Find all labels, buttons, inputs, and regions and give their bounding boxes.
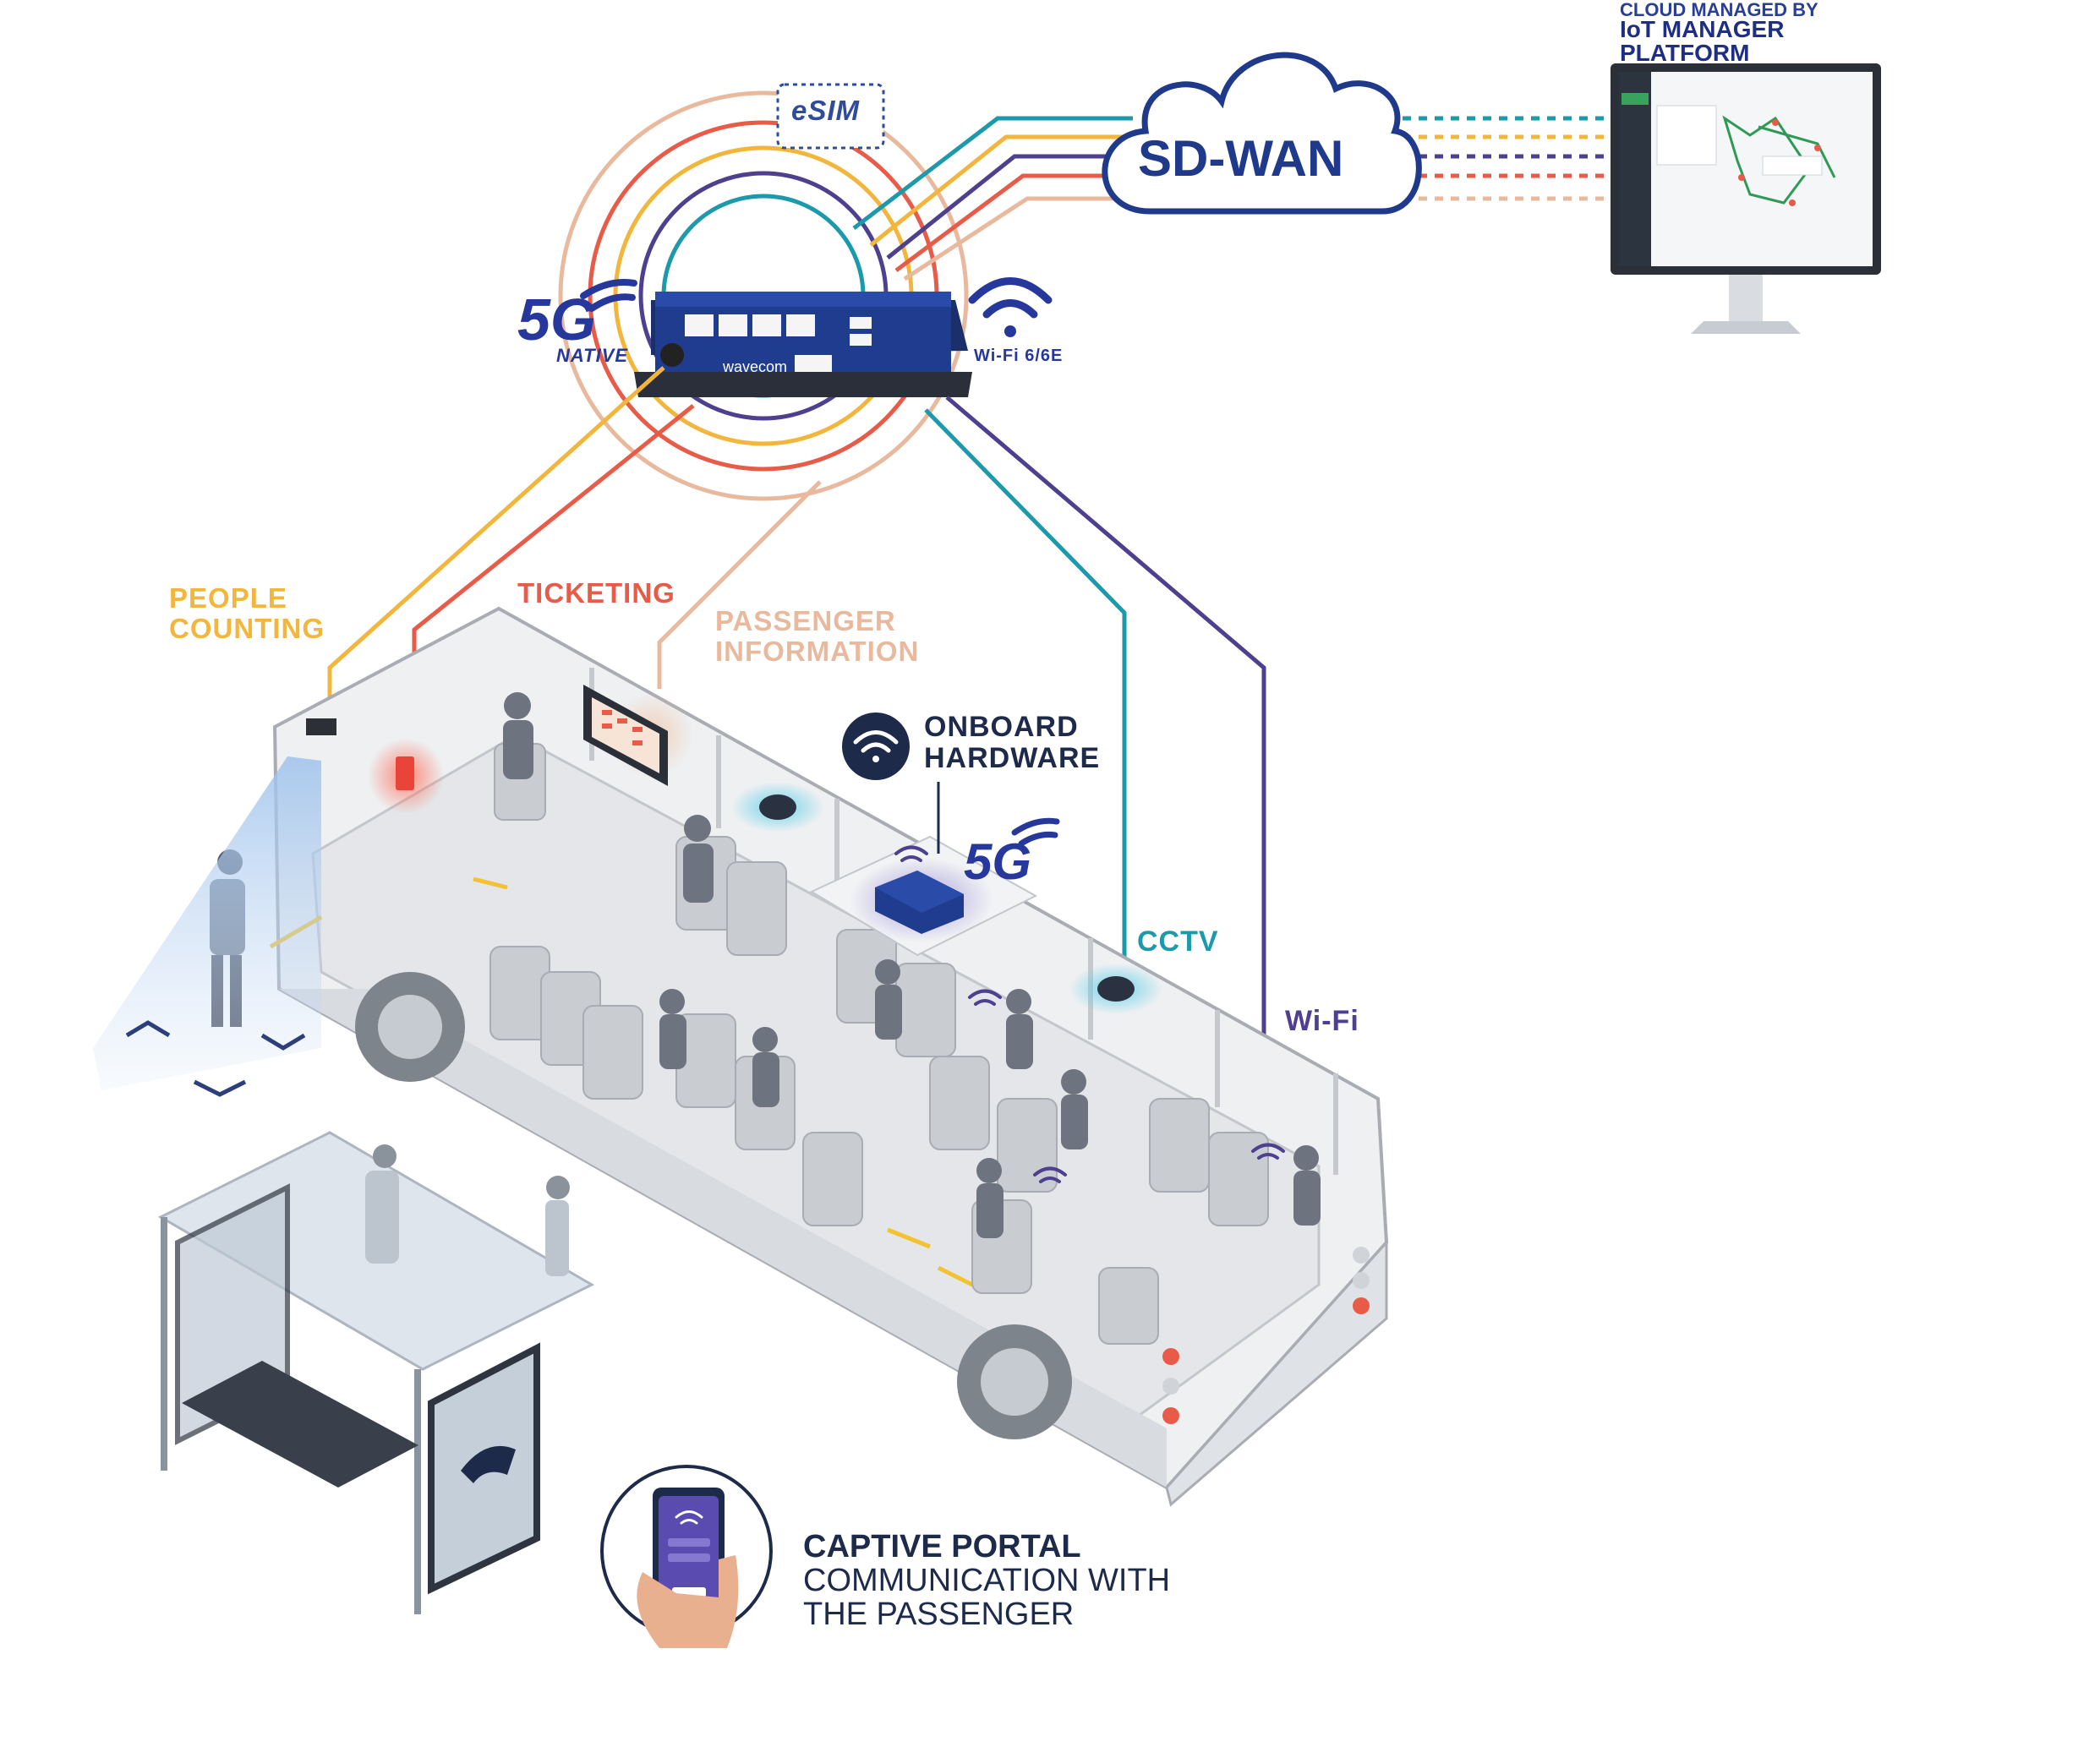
label-iot-manager: IoT MANAGER (1620, 16, 1785, 42)
wifi-icon (968, 277, 1053, 337)
label-onboard-line2: HARDWARE (924, 742, 1101, 775)
label-sd-wan: SD-WAN (1138, 130, 1344, 187)
bus-icon (269, 606, 1389, 1507)
monitor-icon (1611, 63, 1881, 334)
label-passenger-information-line2: INFORMATION (715, 636, 920, 668)
camera-icon (731, 782, 1162, 1014)
label-onboard-line1: ONBOARD (924, 711, 1079, 743)
router-brand: wavecom (722, 358, 787, 375)
bus-shelter-icon (157, 1131, 595, 1614)
label-cloud-managed: CLOUD MANAGED BY (1620, 0, 1818, 20)
phone-icon (600, 1465, 773, 1648)
ticketing-device (396, 756, 414, 790)
label-native: NATIVE (556, 345, 629, 366)
wifi-icon (853, 730, 899, 762)
label-people-counting-line2: COUNTING (169, 613, 325, 645)
label-passenger-information-line1: PASSENGER (715, 605, 896, 636)
label-onboard-hardware: ONBOARD HARDWARE (924, 711, 1101, 775)
router-icon: wavecom (634, 292, 972, 397)
label-captive-line3: THE PASSENGER (803, 1597, 1075, 1632)
uplink-lines (852, 116, 1133, 281)
people-counting-beam (93, 756, 321, 1090)
people-counting-sensor (306, 718, 336, 735)
label-wifi: Wi-Fi (1285, 1005, 1359, 1037)
label-passenger-information: PASSENGER INFORMATION (715, 605, 920, 668)
passenger-wifi-icons (894, 845, 1285, 1183)
label-esim: eSIM (791, 95, 861, 126)
passenger-info-screen (583, 685, 668, 786)
label-people-counting-line1: PEOPLE (169, 582, 287, 614)
people-counting-target (125, 1020, 306, 1097)
onboard-router-icon (875, 871, 964, 934)
5g-waves-icon (580, 279, 637, 312)
label-captive-line2: COMMUNICATION WITH (803, 1563, 1171, 1598)
5g-waves-icon (1011, 817, 1060, 847)
esim-badge (776, 83, 885, 150)
label-5g-router: 5G (517, 287, 597, 352)
cloud-icon (1102, 52, 1422, 215)
label-wifi-6: Wi-Fi 6/6E (974, 347, 1064, 365)
label-cctv: CCTV (1137, 925, 1219, 958)
cloud-dashed-links (1386, 116, 1615, 201)
label-5g-onboard: 5G (964, 833, 1032, 890)
label-people-counting: PEOPLE COUNTING (169, 582, 325, 645)
label-platform: PLATFORM (1620, 40, 1750, 66)
label-ticketing: TICKETING (517, 577, 675, 609)
label-captive-portal: CAPTIVE PORTAL (803, 1529, 1081, 1564)
